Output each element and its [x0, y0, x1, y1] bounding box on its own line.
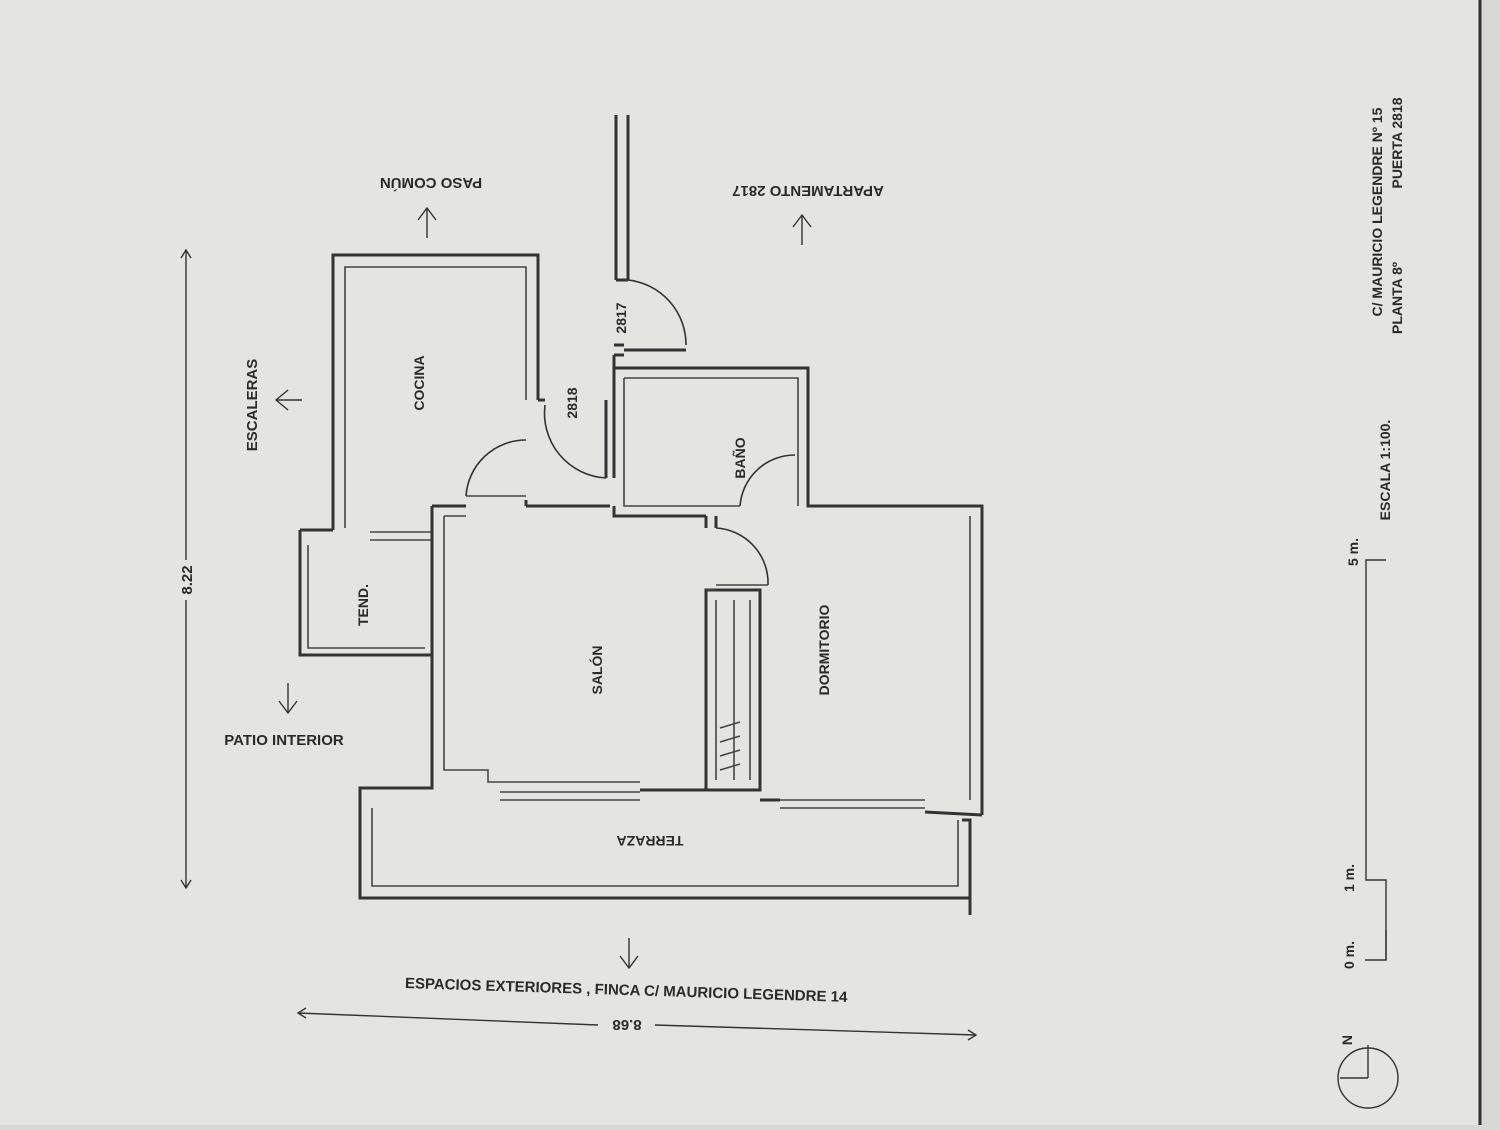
- room-label-terraza: TERRAZA: [617, 833, 684, 849]
- bano-door-arc: [739, 454, 796, 507]
- north-arrow: [1337, 1045, 1399, 1109]
- width-dim-arrow-left: [296, 1007, 307, 1019]
- arrow-patio-interior: [278, 683, 298, 715]
- entry-corridor-walls: [538, 398, 608, 478]
- bano-inner: [624, 377, 799, 506]
- dorm-window: [780, 799, 925, 809]
- salon-inner-wall: [443, 516, 640, 783]
- tend-wall: [298, 530, 432, 657]
- room-label-salon: SALÓN: [588, 646, 605, 695]
- title-unit: PUERTA 2818: [1389, 97, 1405, 188]
- wardrobe-outline: [704, 588, 762, 792]
- bano-bottom-wall: [612, 506, 706, 518]
- scale-tick-1: 1 m.: [1341, 864, 1357, 892]
- arrow-escaleras: [274, 389, 302, 411]
- entry-door-frame: [614, 343, 624, 357]
- dorm-door-arc: [715, 527, 769, 586]
- cocina-wall-outer: [331, 253, 540, 530]
- door-label-2818: 2818: [564, 387, 580, 418]
- cocina-door-arc: [465, 439, 527, 497]
- dimension-lines: [180, 248, 978, 1041]
- corridor-wall-apartment: [614, 115, 630, 280]
- door-label-2817: 2817: [613, 302, 629, 333]
- tend-wall-inner: [307, 545, 425, 649]
- bano-door-jamb: [704, 516, 718, 528]
- bano-dorm-outer: [614, 366, 984, 815]
- wardrobe-hangers: [719, 721, 741, 771]
- label-patio-interior: PATIO INTERIOR: [224, 732, 344, 749]
- salon-door-arc: [543, 404, 607, 479]
- room-label-cocina: COCINA: [411, 355, 427, 410]
- scale-bar-line: [1365, 559, 1387, 961]
- cocina-window: [370, 531, 432, 541]
- cocina-wall-inner: [344, 266, 527, 528]
- room-label-tend: TEND.: [355, 584, 371, 626]
- room-label-bano: BAÑO: [731, 437, 748, 478]
- wardrobe-inner: [715, 600, 751, 780]
- north-label: N: [1339, 1035, 1355, 1045]
- scale-bar: [1365, 559, 1387, 961]
- room-label-dormitorio: DORMITORIO: [816, 605, 832, 696]
- terraza-inner: [371, 808, 959, 887]
- scale-tick-0: 0 m.: [1341, 941, 1357, 969]
- width-dim-arrow-right: [967, 1029, 978, 1041]
- title-scale: ESCALA 1:100.: [1377, 420, 1393, 521]
- dorm-bottom-right: [924, 810, 983, 817]
- bano-left-inner: [623, 378, 740, 507]
- title-floor: PLANTA 8º: [1389, 262, 1405, 334]
- entry-door-arc: [627, 279, 687, 346]
- apartment-walls: [298, 115, 984, 915]
- height-dim-arrow-top: [180, 248, 192, 259]
- width-dim-line-left: [297, 1012, 599, 1026]
- width-dim-line-right: [654, 1024, 977, 1036]
- arrow-espacios-exteriores: [619, 938, 639, 970]
- label-escaleras: ESCALERAS: [244, 359, 261, 452]
- dim-label-height: 8.22: [179, 565, 196, 594]
- height-dim-arrow-bottom: [180, 879, 192, 890]
- direction-arrows: [274, 206, 812, 970]
- salon-window: [500, 791, 640, 801]
- arrow-apartamento: [792, 213, 812, 245]
- door-swings: [465, 279, 796, 586]
- title-address: C/ MAURICIO LEGENDRE Nº 15: [1369, 107, 1385, 316]
- scale-tick-5: 5 m.: [1345, 538, 1361, 566]
- terraza-right: [962, 818, 972, 915]
- label-apartamento: APARTAMENTO 2817: [732, 182, 884, 199]
- label-paso-comun: PASO COMÚN: [380, 174, 482, 192]
- arrow-paso-comun: [417, 206, 437, 238]
- dim-label-width: 8.68: [612, 1016, 641, 1033]
